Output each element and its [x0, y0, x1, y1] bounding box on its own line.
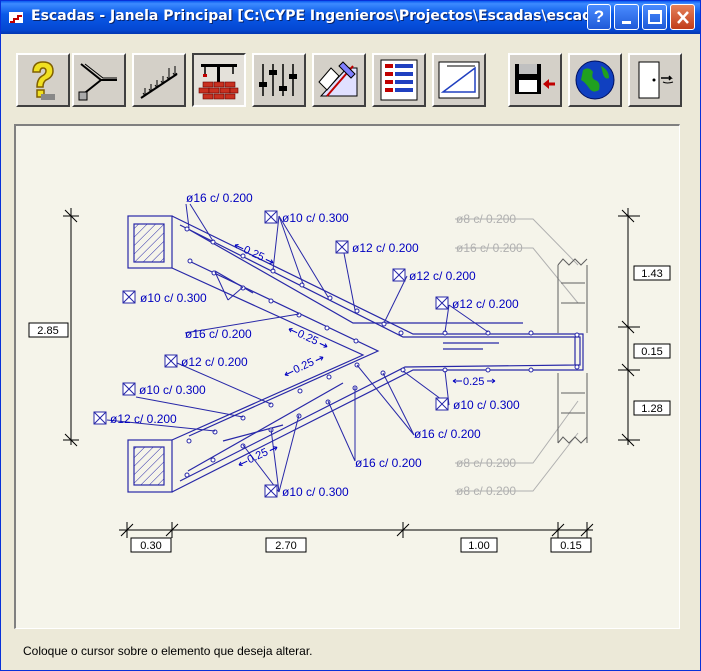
dimension-boxes: [28, 265, 671, 553]
label-mid-t1[interactable]: ø12 c/ 0.200: [181, 355, 248, 369]
right-wall: [557, 258, 588, 444]
stair-app-icon: [9, 12, 23, 23]
question-icon: [32, 61, 55, 100]
label-low-t1[interactable]: ø10 c/ 0.300: [139, 383, 206, 397]
label-mid-long[interactable]: ø16 c/ 0.200: [185, 327, 252, 341]
close-button[interactable]: [670, 4, 695, 30]
exit-button[interactable]: [628, 53, 682, 107]
drawing-button[interactable]: [432, 53, 486, 107]
anchor-label-3: 0.25: [292, 356, 316, 376]
label-low-t2[interactable]: ø12 c/ 0.200: [110, 412, 177, 426]
ghost-label-4[interactable]: ø8 c/ 0.200: [456, 484, 516, 498]
list-icon: [380, 59, 418, 101]
maximize-button[interactable]: [642, 4, 667, 30]
ghost-label-3[interactable]: ø8 c/ 0.200: [456, 456, 516, 470]
dim-bot-2[interactable]: 2.70: [275, 540, 296, 552]
dim-right-mid[interactable]: 0.15: [641, 346, 662, 358]
label-bottom-t1[interactable]: ø10 c/ 0.300: [282, 485, 349, 499]
dim-right-bot[interactable]: 1.28: [641, 403, 662, 415]
crane-wall-icon: [198, 64, 239, 100]
globe-icon: [575, 60, 615, 100]
label-top-t2[interactable]: ø12 c/ 0.200: [352, 241, 419, 255]
geometry-button[interactable]: [72, 53, 126, 107]
bar-checkboxes: [93, 210, 449, 498]
label-top-main[interactable]: ø16 c/ 0.200: [186, 191, 253, 205]
bar-labels: ø16 c/ 0.200 ø10 c/ 0.300 ø12 c/ 0.200 ø…: [110, 191, 520, 499]
close-icon: [677, 11, 689, 24]
dim-right-top[interactable]: 1.43: [641, 268, 662, 280]
title-bar[interactable]: Escadas - Janela Principal [C:\CYPE Inge…: [1, 1, 700, 34]
save-button[interactable]: [508, 53, 562, 107]
floppy-save-icon: [515, 64, 555, 94]
listings-button[interactable]: [372, 53, 426, 107]
exit-door-icon: [638, 61, 674, 99]
anchor-label-2: 0.25: [296, 328, 320, 348]
options-button[interactable]: [252, 53, 306, 107]
sliders-icon: [259, 64, 297, 96]
pencil-edit-icon: [318, 61, 358, 97]
label-right-t1[interactable]: ø10 c/ 0.300: [453, 398, 520, 412]
edit-button[interactable]: [312, 53, 366, 107]
label-left-upper[interactable]: ø10 c/ 0.300: [140, 291, 207, 305]
status-message: Coloque o cursor sobre o elemento que de…: [23, 644, 313, 658]
dim-bot-3[interactable]: 1.00: [468, 540, 489, 552]
drawing-canvas[interactable]: 2.85 1.43 0.15 1.28 0.30 2.70 1.00 0.15: [14, 124, 680, 629]
stair-outline: [127, 215, 584, 493]
anchor-label-4: 0.25: [246, 446, 270, 466]
maximize-icon: [648, 10, 662, 24]
ghost-label-2[interactable]: ø16 c/ 0.200: [456, 241, 523, 255]
ghost-label-1[interactable]: ø8 c/ 0.200: [456, 212, 516, 226]
stair-geometry-icon: [78, 63, 117, 101]
dim-left-height[interactable]: 2.85: [37, 325, 58, 337]
dimension-lines: [63, 208, 640, 538]
anchor-label-5: 0.25: [463, 376, 484, 388]
window-title: Escadas - Janela Principal [C:\CYPE Inge…: [31, 8, 607, 24]
label-bottom-long[interactable]: ø16 c/ 0.200: [355, 456, 422, 470]
dim-bot-4[interactable]: 0.15: [560, 540, 581, 552]
help-title-button[interactable]: ?: [587, 4, 611, 30]
dimension-texts: 2.85 1.43 0.15 1.28 0.30 2.70 1.00 0.15: [37, 268, 662, 552]
label-top-t3[interactable]: ø12 c/ 0.200: [409, 269, 476, 283]
ghost-labels: ø8 c/ 0.200 ø16 c/ 0.200 ø8 c/ 0.200 ø8 …: [456, 212, 523, 498]
loads-button[interactable]: [132, 53, 186, 107]
stair-drawing: 2.85 1.43 0.15 1.28 0.30 2.70 1.00 0.15: [28, 191, 671, 553]
minimize-icon: [622, 21, 631, 24]
help-button[interactable]: [16, 53, 70, 107]
stair-loads-icon: [140, 66, 178, 99]
ghost-leaders: [455, 218, 579, 492]
help-question-icon: ?: [593, 7, 605, 26]
reinforcement-button[interactable]: [192, 53, 246, 107]
drawing-icon: [438, 61, 480, 99]
label-right-long[interactable]: ø16 c/ 0.200: [414, 427, 481, 441]
web-button[interactable]: [568, 53, 622, 107]
minimize-button[interactable]: [614, 4, 639, 30]
label-top-t1[interactable]: ø10 c/ 0.300: [282, 211, 349, 225]
label-top-t4[interactable]: ø12 c/ 0.200: [452, 297, 519, 311]
dim-bot-1[interactable]: 0.30: [140, 540, 161, 552]
leader-lines: [106, 203, 489, 493]
